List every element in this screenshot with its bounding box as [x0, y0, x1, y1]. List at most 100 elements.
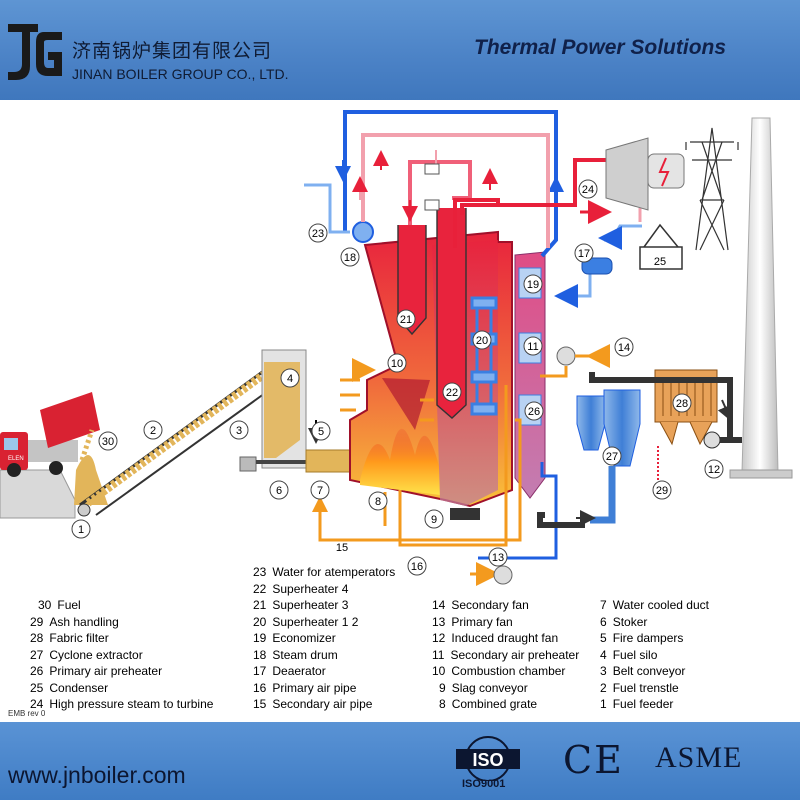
asme-mark: ASME: [655, 741, 743, 774]
svg-text:26: 26: [528, 406, 540, 418]
callout-5: 5: [311, 421, 331, 441]
steam-drum: [352, 221, 374, 243]
callout-25: 25: [654, 256, 666, 268]
callout-7: 7: [310, 480, 330, 500]
svg-text:10: 10: [391, 358, 403, 370]
svg-text:24: 24: [582, 184, 594, 196]
air-pipes: [318, 358, 568, 547]
callout-9: 9: [424, 509, 444, 529]
callout-8: 8: [368, 491, 388, 511]
steam-header-2: [424, 199, 440, 211]
callout-15: 15: [336, 542, 348, 554]
callout-27: 27: [602, 446, 622, 466]
iso-standard-label: ISO9001: [462, 778, 506, 790]
steam-header: [424, 163, 440, 175]
fuel-truck: ELEN: [0, 392, 100, 477]
svg-text:12: 12: [708, 464, 720, 476]
svg-text:25: 25: [654, 256, 666, 268]
svg-text:27: 27: [606, 451, 618, 463]
svg-text:28: 28: [676, 398, 688, 410]
website-link[interactable]: www.jnboiler.com: [8, 762, 186, 788]
callout-1: 1: [71, 519, 91, 539]
fuel-silo: [239, 349, 307, 472]
callout-29: 29: [652, 480, 672, 500]
stoker: [305, 449, 353, 473]
steam-lines: [352, 133, 642, 248]
svg-text:15: 15: [336, 542, 348, 554]
svg-text:22: 22: [446, 387, 458, 399]
callout-2: 2: [143, 420, 163, 440]
svg-text:13: 13: [492, 552, 504, 564]
svg-text:29: 29: [656, 485, 668, 497]
callout-10: 10: [387, 353, 407, 373]
transmission-tower: [685, 127, 739, 251]
callout-11: 11: [523, 336, 543, 356]
svg-text:16: 16: [411, 561, 423, 573]
company-name-chinese: 济南锅炉集团有限公司: [72, 40, 273, 62]
belt-conveyor: [77, 360, 287, 517]
callout-22: 22: [442, 382, 462, 402]
condenser: [639, 223, 683, 270]
svg-text:30: 30: [102, 436, 114, 448]
turbine-generator: [605, 137, 685, 211]
footer-bar: [0, 722, 800, 800]
induced-draught-fan: [703, 431, 721, 449]
svg-text:21: 21: [400, 314, 412, 326]
truck-label: ELEN: [8, 456, 24, 462]
flue-gas-ducts: [537, 372, 742, 528]
callouts: 1 2 3 4 5 6 7 8 9 10 11 12 13 14 15 16 1…: [71, 179, 724, 576]
svg-text:3: 3: [236, 425, 242, 437]
iso-certification-icon: ISO: [456, 736, 520, 781]
svg-text:7: 7: [317, 485, 323, 497]
boiler-process-diagram: ELEN: [0, 110, 793, 586]
callout-18: 18: [340, 247, 360, 267]
svg-text:23: 23: [312, 228, 324, 240]
revision-note: EMB rev 0: [8, 709, 46, 718]
svg-text:14: 14: [618, 342, 630, 354]
callout-30: 30: [98, 431, 118, 451]
callout-17: 17: [574, 243, 594, 263]
callout-19: 19: [523, 274, 543, 294]
callout-24: 24: [578, 179, 598, 199]
svg-text:2: 2: [150, 425, 156, 437]
svg-text:5: 5: [318, 426, 324, 438]
callout-6: 6: [269, 480, 289, 500]
callout-21: 21: [396, 309, 416, 329]
svg-text:ISO: ISO: [472, 750, 503, 770]
callout-3: 3: [229, 420, 249, 440]
svg-text:18: 18: [344, 252, 356, 264]
callout-14: 14: [614, 337, 634, 357]
secondary-fan: [556, 344, 610, 368]
svg-text:19: 19: [527, 279, 539, 291]
svg-text:8: 8: [375, 496, 381, 508]
svg-text:11: 11: [527, 341, 538, 353]
deaerator: [581, 257, 613, 275]
ground-slab: [0, 469, 76, 519]
company-name-english: JINAN BOILER GROUP CO., LTD.: [72, 66, 289, 82]
